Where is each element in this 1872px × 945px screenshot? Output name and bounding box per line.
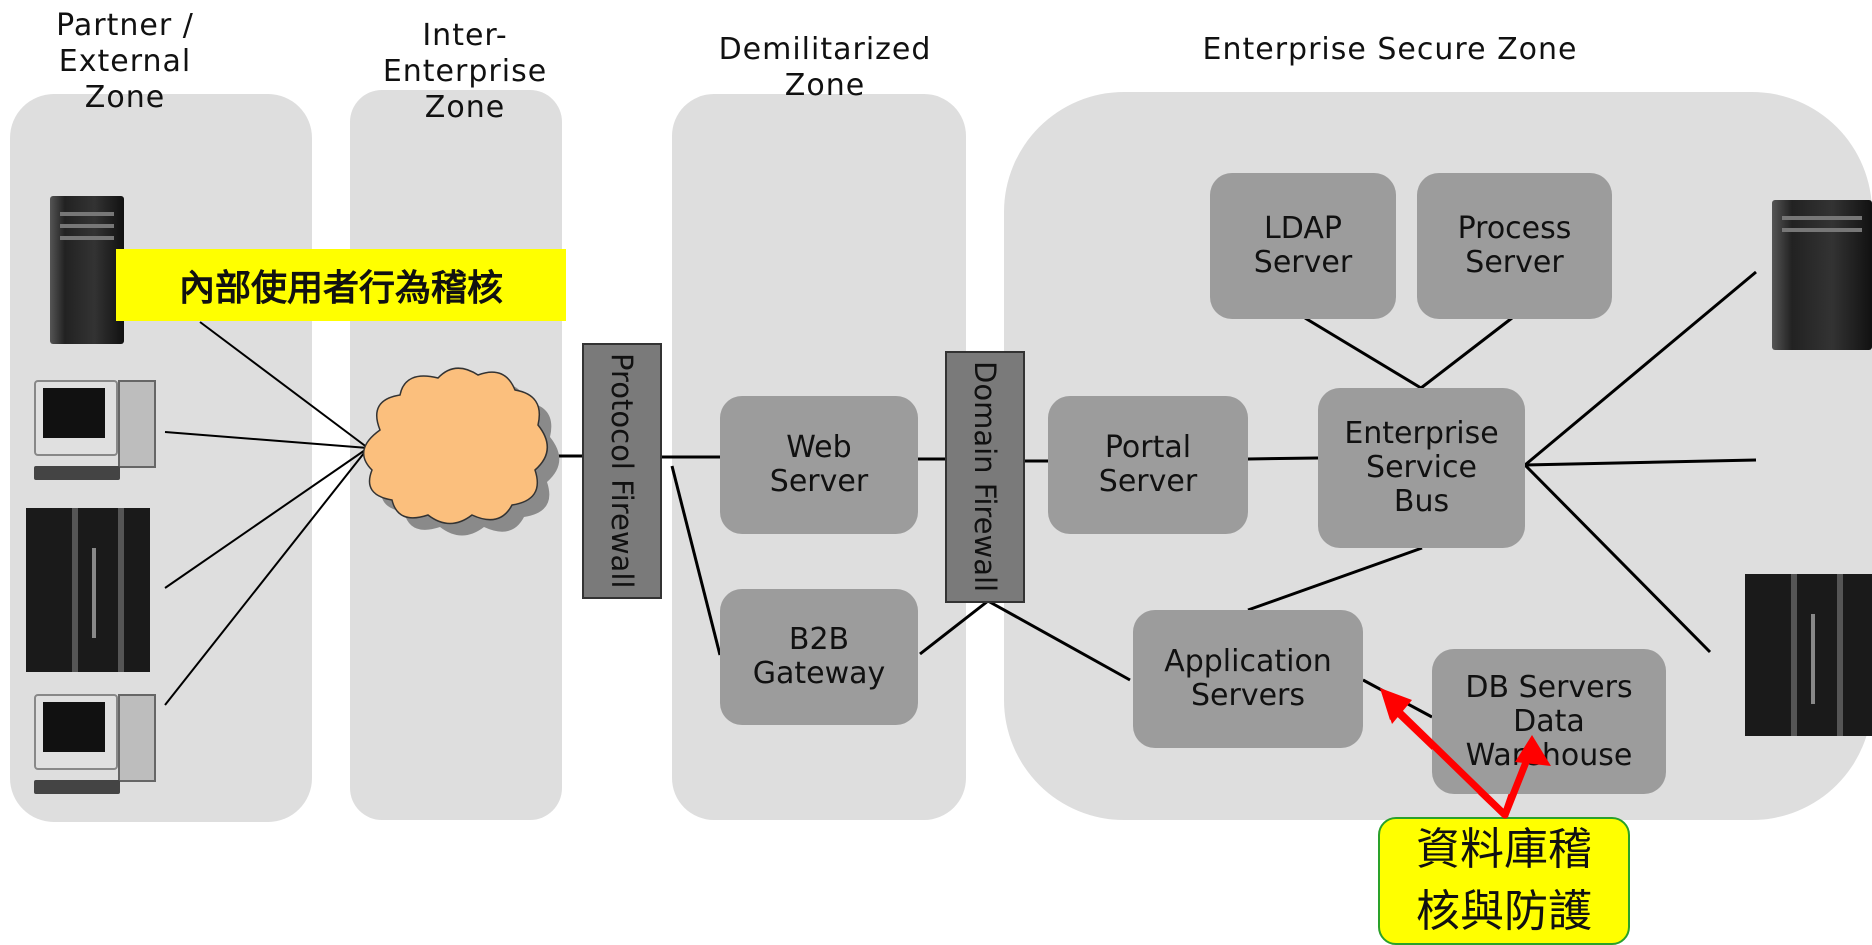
db-servers-box: DB Servers Data Warehouse [1432,649,1666,794]
user-audit-note: 內部使用者行為稽核 [116,249,566,321]
mainframe-icon [26,508,150,672]
process-server-box: Process Server [1417,173,1612,319]
internet-cloud [363,367,560,536]
tower-server-icon [50,196,124,344]
client-links [164,321,369,706]
b2b-gateway-box: B2B Gateway [720,589,918,725]
workstation-icon [34,694,156,800]
ldap-server-box: LDAP Server [1210,173,1396,319]
web-server-box: Web Server [720,396,918,534]
tower-server-icon [1772,200,1872,350]
domain-firewall-label: Domain Firewall [968,361,1002,593]
secure-zone-label: Enterprise Secure Zone [1202,32,1578,67]
protocol-firewall-label: Protocol Firewall [605,353,639,589]
db-audit-note: 資料庫稽 核與防護 [1378,817,1630,945]
enterprise-service-bus-box: Enterprise Service Bus [1318,388,1525,548]
domain-firewall: Domain Firewall [945,351,1025,603]
application-servers-box: Application Servers [1133,610,1363,748]
workstation-icon [34,380,156,486]
portal-server-box: Portal Server [1048,396,1248,534]
mainframe-icon [1745,574,1872,736]
dmz-zone-label: Demilitarized Zone [718,32,932,103]
protocol-firewall: Protocol Firewall [582,343,662,599]
inter-enterprise-zone-label: Inter- Enterprise Zone [382,18,548,125]
partner-zone-label: Partner / External Zone [56,8,194,115]
